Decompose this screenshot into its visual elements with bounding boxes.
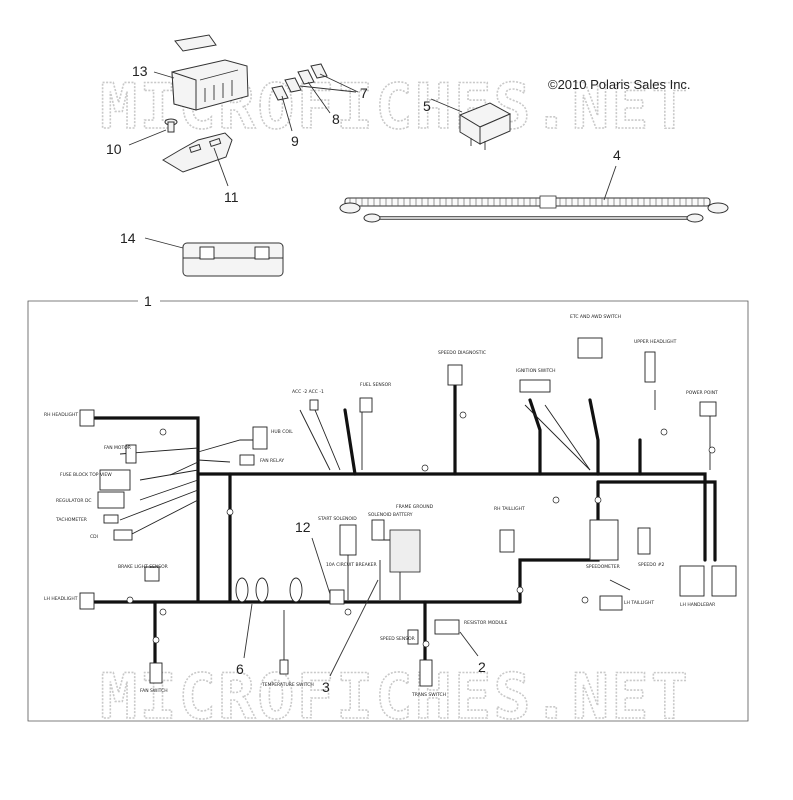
part-11-bracket [162, 132, 233, 187]
label-regulator: REGULATOR DC [56, 498, 92, 504]
label-frame-ground: FRAME GROUND [396, 504, 434, 510]
label-resistor-module: RESISTOR MODULE [464, 620, 508, 626]
label-speedo-2: SPEEDO #2 [638, 562, 664, 568]
label-fan-motor: FAN MOTOR [104, 445, 131, 451]
callout-7: 7 [360, 85, 368, 101]
part-10-screw [128, 118, 178, 146]
label-speedo-diag: SPEEDO DIAGNOSTIC [438, 350, 486, 356]
parts-7-8-9-fuses [271, 63, 359, 132]
callout-13: 13 [132, 63, 148, 79]
label-temp-switch: TEMPERATURE SWITCH [261, 682, 314, 688]
callout-8: 8 [332, 111, 340, 127]
label-brake-light: BRAKE LIGHT SENSOR [118, 564, 168, 570]
label-fuel-sensor: FUEL SENSOR [360, 382, 391, 388]
branch-wires [119, 390, 711, 660]
label-rh-taillight: RH TAILLIGHT [494, 506, 525, 512]
label-fan-switch: FAN SWITCH [140, 688, 168, 694]
label-lh-headlight: LH HEADLIGHT [44, 596, 78, 602]
callout-14: 14 [120, 230, 136, 246]
label-rh-headlight: RH HEADLIGHT [44, 412, 78, 418]
label-lh-taillight: LH TAILLIGHT [624, 600, 654, 606]
part-4-battery-cable [339, 165, 729, 223]
copyright-text: ©2010 Polaris Sales Inc. [548, 77, 691, 92]
part-13-fuse-box [153, 34, 249, 111]
label-ignition: IGNITION SWITCH [516, 368, 556, 374]
label-fan-relay: FAN RELAY [260, 458, 284, 464]
part-14-ferrite [144, 237, 284, 277]
callout-2: 2 [478, 659, 486, 675]
label-speedometer: SPEEDOMETER [586, 564, 620, 570]
label-tachometer: TACHOMETER [55, 517, 87, 523]
label-cdi: CDI [90, 534, 98, 540]
label-power-point: POWER POINT [686, 390, 718, 396]
label-lh-handlebar: LH HANDLEBAR [680, 602, 715, 608]
callout-9: 9 [291, 133, 299, 149]
callout-3: 3 [322, 679, 330, 695]
label-solenoid-battery: SOLENOID BATTERY [368, 512, 413, 518]
part-5-relay [430, 98, 512, 150]
label-speed-sensor: SPEED SENSOR [380, 636, 415, 642]
label-fuse-block: FUSE BLOCK TOP VIEW [60, 472, 112, 478]
label-trans-switch: TRANS SWITCH [411, 692, 446, 698]
callout-10: 10 [106, 141, 122, 157]
callout-6: 6 [236, 661, 244, 677]
part-1-outline [27, 300, 749, 722]
callout-5: 5 [423, 98, 431, 114]
callout-12: 12 [295, 519, 311, 535]
label-upper-headlight: UPPER HEADLIGHT [634, 339, 677, 345]
label-hub-coil: HUB COIL [271, 429, 293, 435]
connectors [79, 337, 737, 687]
label-circuit-breaker: 10A CIRCUIT BREAKER [326, 562, 377, 568]
label-start-solenoid: START SOLENOID [318, 516, 357, 522]
callout-4: 4 [613, 147, 621, 163]
main-harness [93, 378, 717, 667]
label-etc-awd: ETC AND AWD SWITCH [570, 314, 621, 320]
component-labels: RH HEADLIGHT FAN MOTOR FUSE BLOCK TOP VI… [44, 314, 718, 698]
callout-11: 11 [224, 189, 239, 205]
watermark-bottom: MICROFICHES.NET [100, 660, 690, 733]
label-acc: ACC -2 ACC -1 [292, 389, 324, 395]
callout-1: 1 [144, 293, 152, 309]
wire-number-bubbles [126, 411, 716, 648]
